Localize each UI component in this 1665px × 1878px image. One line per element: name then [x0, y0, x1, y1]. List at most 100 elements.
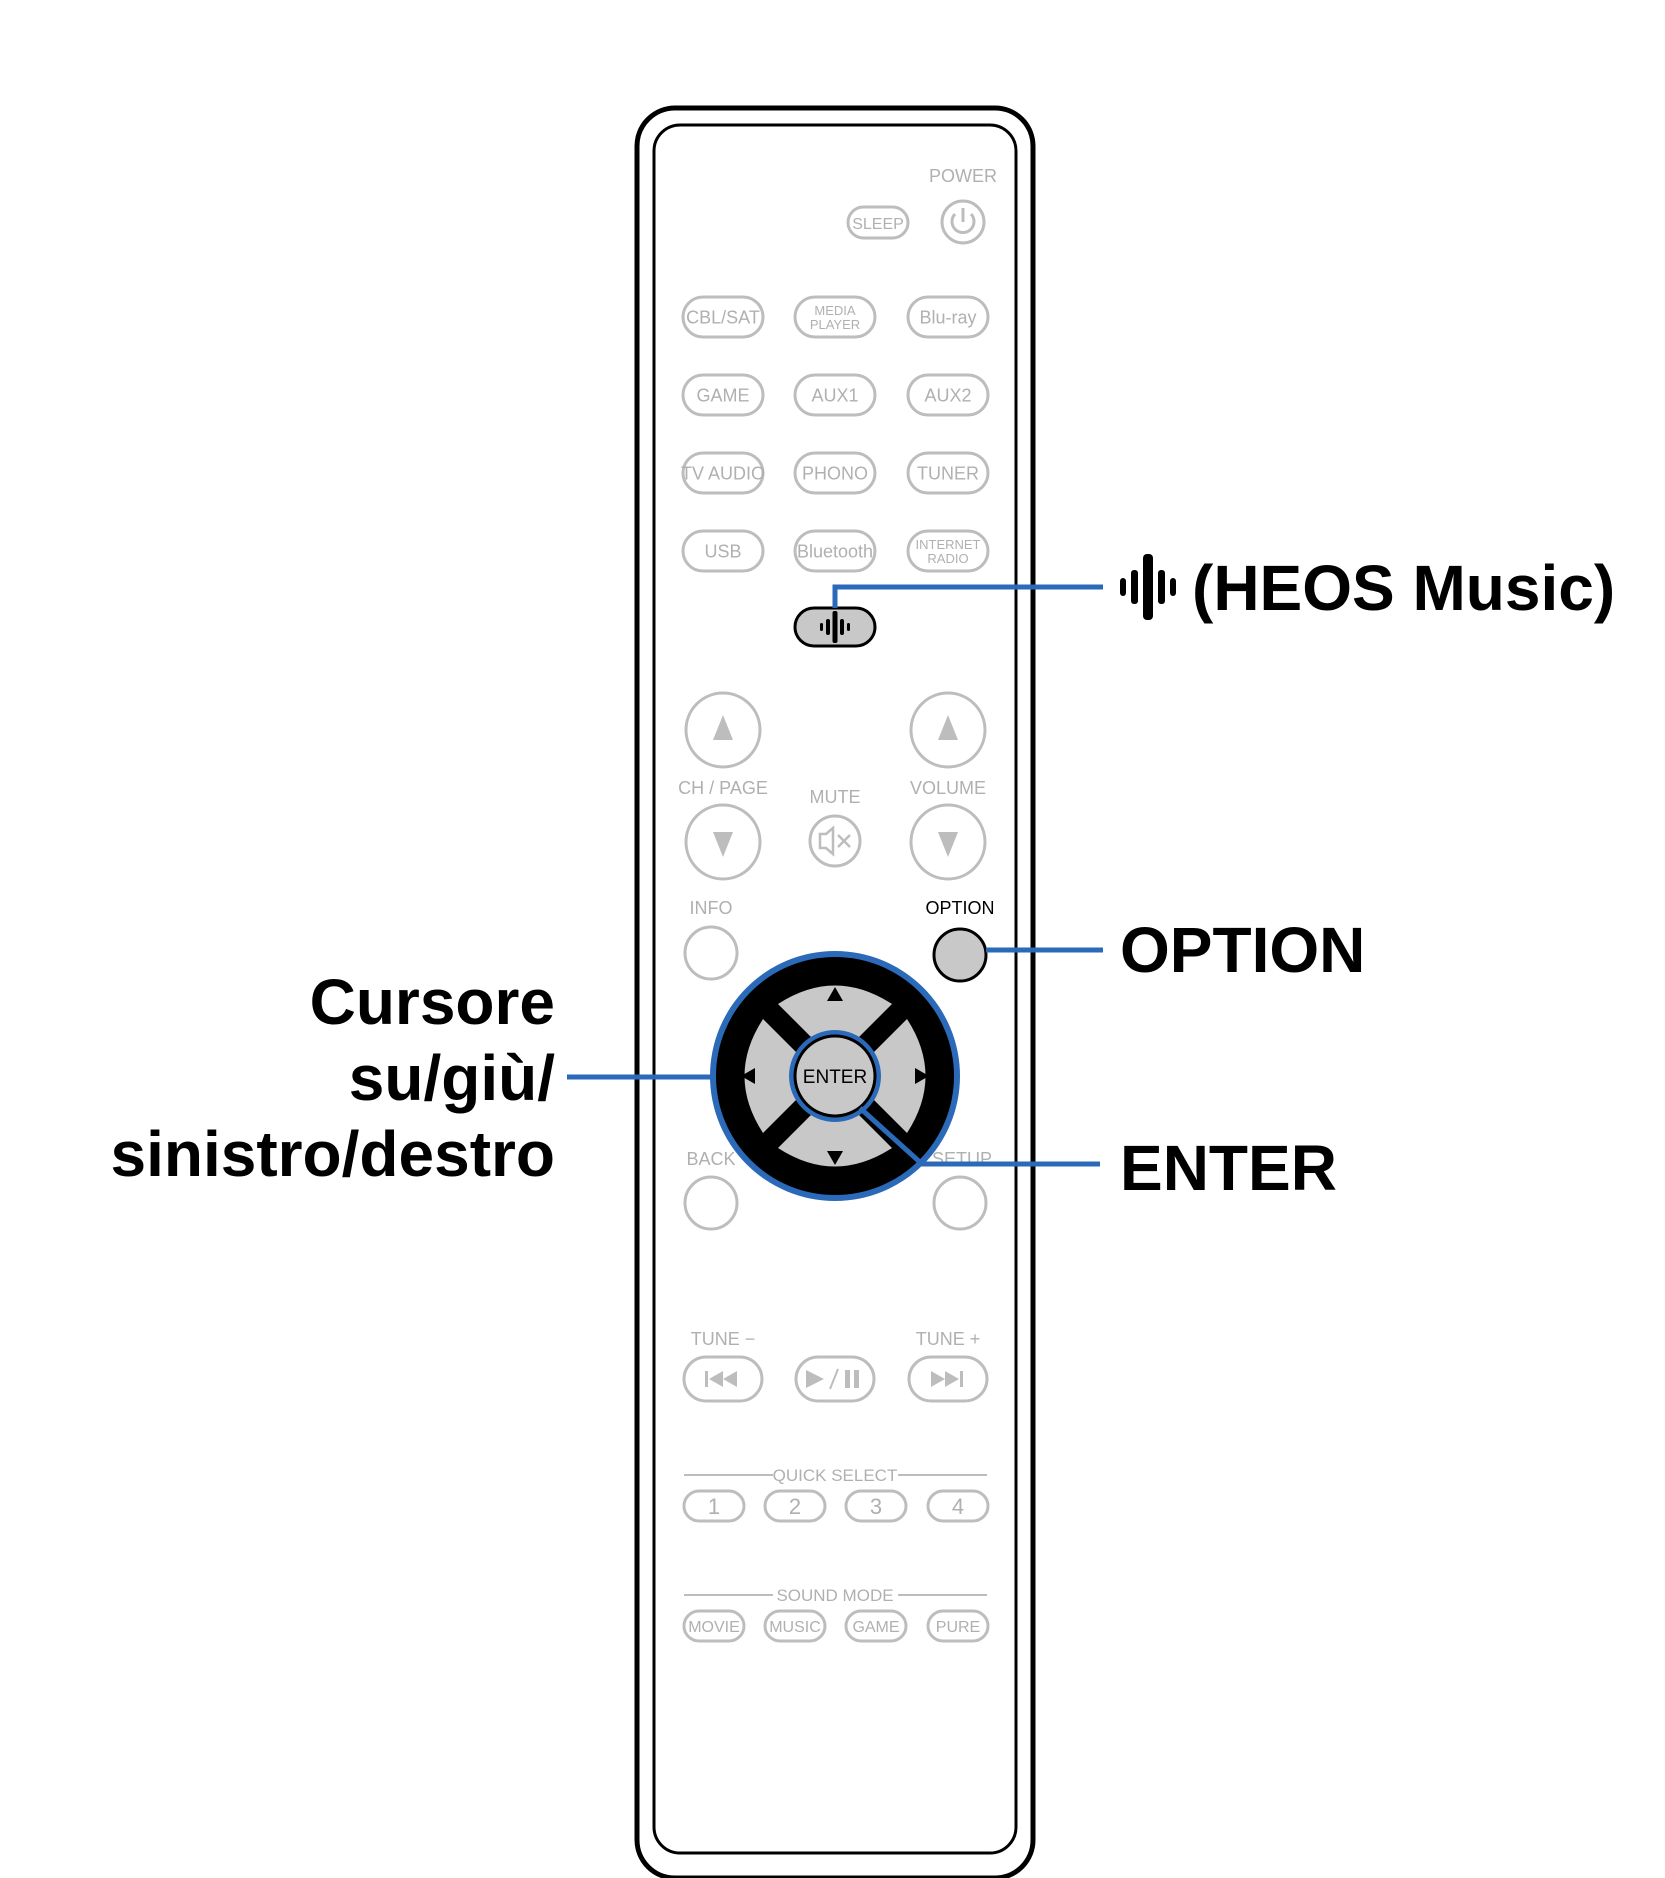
mute-button[interactable]: [808, 814, 862, 868]
sound-mode-buttons: MOVIE MUSIC GAME PURE: [682, 1609, 990, 1643]
volume-down-button[interactable]: [909, 803, 987, 881]
cursor-left-button[interactable]: [744, 1019, 803, 1133]
heos-callout-label: (HEOS Music): [1192, 552, 1615, 624]
cursor-down-button[interactable]: [778, 1109, 892, 1167]
next-button[interactable]: [907, 1355, 989, 1403]
cursor-pad: ENTER: [710, 951, 960, 1201]
sleep-button[interactable]: SLEEP: [846, 205, 910, 240]
cbl-sat-label: CBL/SAT: [686, 307, 760, 327]
enter-label: ENTER: [803, 1067, 867, 1088]
up-arrow-icon: [827, 987, 843, 1001]
down-arrow-icon: [827, 1151, 843, 1165]
sound-mode-music-button[interactable]: MUSIC: [763, 1609, 827, 1643]
game-label: GAME: [696, 385, 749, 405]
media-player-label: PLAYER: [810, 317, 860, 332]
previous-button[interactable]: [682, 1355, 764, 1403]
back-button[interactable]: [683, 1175, 739, 1231]
blu-ray-label: Blu-ray: [919, 307, 976, 327]
blu-ray-button[interactable]: Blu-ray: [906, 295, 990, 339]
tuner-label: TUNER: [917, 463, 979, 483]
enter-button[interactable]: [793, 1034, 877, 1118]
sound-mode-movie-label: MOVIE: [688, 1619, 740, 1636]
quick-select-3-button[interactable]: 3: [844, 1489, 908, 1523]
info-label: INFO: [690, 898, 733, 918]
cursor-callout-line-2: su/giù/: [349, 1042, 555, 1114]
tuner-button[interactable]: TUNER: [906, 451, 990, 495]
ch-page-up-button[interactable]: [684, 691, 762, 769]
internet-radio-label: RADIO: [927, 551, 968, 566]
aux1-button[interactable]: AUX1: [793, 373, 877, 417]
up-arrow-icon: [713, 715, 733, 740]
mute-icon: [818, 825, 851, 857]
cursor-callout-line-3: sinistro/destro: [110, 1118, 555, 1190]
power-icon: [950, 208, 976, 234]
cursor-up-button[interactable]: [778, 985, 892, 1044]
ch-page-label: CH / PAGE: [678, 778, 768, 798]
sound-mode-label: SOUND MODE: [776, 1586, 893, 1605]
up-arrow-icon: [938, 715, 958, 740]
quick-select-1-button[interactable]: 1: [682, 1489, 746, 1523]
tune-plus-label: TUNE +: [916, 1329, 981, 1349]
tv-audio-button[interactable]: TV AUDIO: [681, 451, 765, 495]
sound-mode-music-label: MUSIC: [769, 1619, 821, 1636]
sound-mode-game-button[interactable]: GAME: [844, 1609, 908, 1643]
aux2-button[interactable]: AUX2: [906, 373, 990, 417]
power-button[interactable]: [940, 199, 986, 245]
setup-button[interactable]: [932, 1175, 988, 1231]
media-player-label: MEDIA: [814, 303, 856, 318]
aux1-label: AUX1: [811, 385, 858, 405]
bluetooth-label: Bluetooth: [797, 541, 873, 561]
ch-page-down-button[interactable]: [684, 803, 762, 881]
option-button[interactable]: [932, 927, 988, 983]
usb-label: USB: [704, 541, 741, 561]
down-arrow-icon: [938, 832, 958, 857]
heos-callout: (HEOS Music): [1120, 552, 1615, 624]
tune-minus-label: TUNE −: [691, 1329, 756, 1349]
cursor-right-button[interactable]: [868, 1019, 926, 1133]
back-label: BACK: [686, 1149, 735, 1169]
sound-mode-pure-label: PURE: [936, 1619, 980, 1636]
internet-radio-label: INTERNET: [916, 537, 981, 552]
option-label: OPTION: [925, 898, 994, 918]
enter-callout-label: ENTER: [1120, 1132, 1337, 1204]
phono-button[interactable]: PHONO: [793, 451, 877, 495]
skip-back-icon: [705, 1371, 737, 1387]
sound-mode-movie-button[interactable]: MOVIE: [682, 1609, 746, 1643]
quick-select-4-label: 4: [952, 1494, 964, 1519]
down-arrow-icon: [713, 832, 733, 857]
play-pause-icon: [806, 1368, 859, 1390]
bluetooth-button[interactable]: Bluetooth: [793, 529, 877, 573]
quick-select-1-label: 1: [708, 1494, 720, 1519]
play-pause-button[interactable]: [794, 1355, 876, 1403]
quick-select-2-button[interactable]: 2: [763, 1489, 827, 1523]
heos-leader-line: [832, 584, 1103, 608]
info-button[interactable]: [683, 925, 739, 981]
quick-select-2-label: 2: [789, 1494, 801, 1519]
heos-music-button[interactable]: [793, 606, 877, 648]
quick-select-3-label: 3: [870, 1494, 882, 1519]
mute-label: MUTE: [810, 787, 861, 807]
phono-label: PHONO: [802, 463, 868, 483]
enter-leader-line: [858, 1106, 1100, 1167]
left-arrow-icon: [741, 1068, 755, 1084]
heos-icon: [820, 611, 850, 643]
sleep-label: SLEEP: [852, 216, 904, 233]
volume-label: VOLUME: [910, 778, 986, 798]
usb-button[interactable]: USB: [681, 529, 765, 573]
sound-mode-game-label: GAME: [852, 1619, 899, 1636]
right-arrow-icon: [915, 1068, 929, 1084]
game-button[interactable]: GAME: [681, 373, 765, 417]
quick-select-4-button[interactable]: 4: [926, 1489, 990, 1523]
tv-audio-label: TV AUDIO: [681, 463, 765, 483]
sound-mode-pure-button[interactable]: PURE: [926, 1609, 990, 1643]
heos-icon: [1120, 554, 1176, 620]
power-label: POWER: [929, 166, 997, 186]
cbl-sat-button[interactable]: CBL/SAT: [681, 295, 765, 339]
quick-select-label: QUICK SELECT: [773, 1466, 898, 1485]
volume-up-button[interactable]: [909, 691, 987, 769]
option-callout-label: OPTION: [1120, 914, 1365, 986]
